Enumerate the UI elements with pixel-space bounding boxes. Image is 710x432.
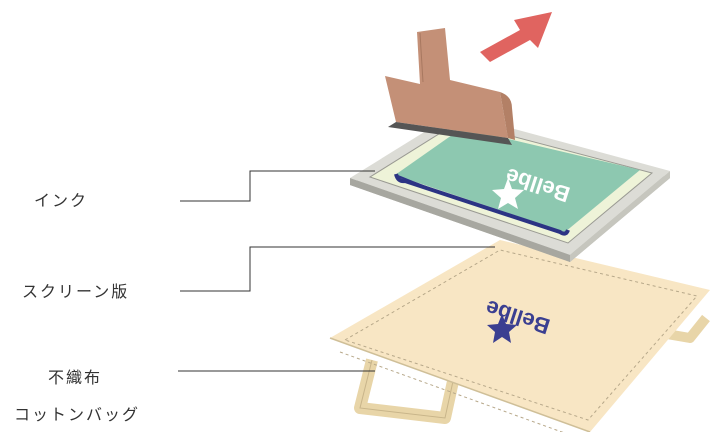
label-ink: インク	[34, 187, 88, 211]
bag-body	[330, 240, 710, 432]
squeegee-body	[385, 28, 508, 138]
label-cotton-bag: コットンバッグ	[14, 401, 140, 425]
tote-bag: Bellbe	[330, 240, 710, 432]
arrow-up-right-icon	[480, 12, 552, 62]
label-screen-plate: スクリーン版	[22, 278, 129, 302]
leader-ink	[180, 171, 375, 201]
label-nonwoven: 不織布	[48, 364, 102, 388]
